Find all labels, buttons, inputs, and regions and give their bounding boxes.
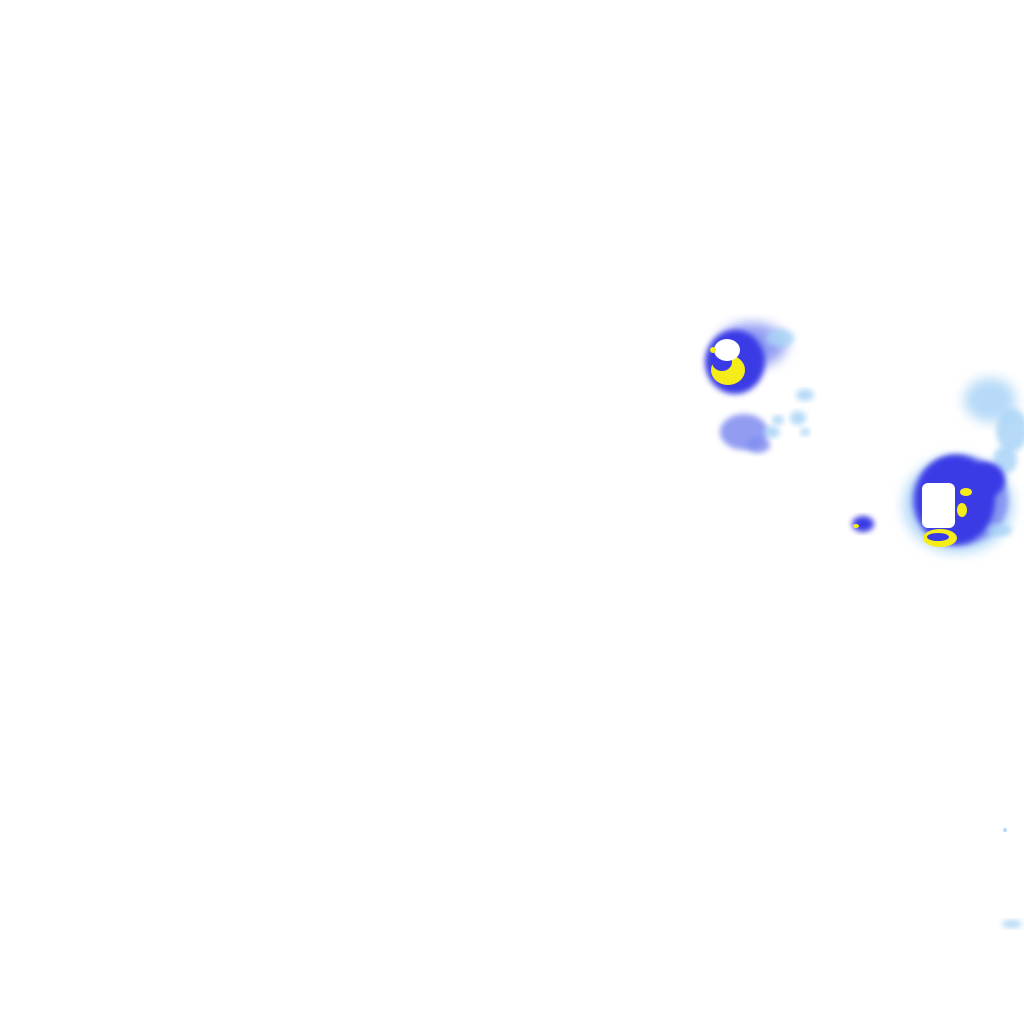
storm-cell-a bbox=[705, 323, 794, 394]
echo-heavy bbox=[957, 503, 967, 517]
echo-moderate bbox=[927, 533, 949, 541]
echo-very-light bbox=[800, 428, 810, 436]
echo-light bbox=[746, 437, 770, 453]
echo-heavy bbox=[853, 524, 859, 528]
storm-cell-e bbox=[852, 516, 874, 532]
echo-very-light bbox=[796, 389, 814, 401]
echo-very-light bbox=[764, 426, 780, 438]
echo-moderate bbox=[965, 462, 1005, 498]
storm-cell-b bbox=[720, 414, 780, 453]
echo-very-light bbox=[1003, 828, 1007, 832]
echo-core bbox=[714, 339, 740, 361]
echo-very-light bbox=[988, 524, 1012, 536]
echo-moderate bbox=[852, 516, 874, 532]
storm-cell-c bbox=[964, 378, 1024, 474]
echo-very-light bbox=[1002, 920, 1022, 928]
echo-heavy bbox=[960, 488, 972, 496]
echo-very-light bbox=[996, 408, 1024, 452]
scattered-echoes bbox=[772, 389, 814, 436]
echo-very-light bbox=[993, 446, 1017, 474]
echo-very-light bbox=[790, 411, 806, 425]
echo-very-light bbox=[766, 329, 794, 347]
bottom-right-echoes bbox=[1002, 828, 1022, 928]
echo-very-light bbox=[772, 415, 784, 425]
echo-heavy bbox=[710, 347, 716, 353]
echo-very-light bbox=[964, 378, 1016, 422]
echo-core bbox=[922, 483, 955, 528]
storm-cell-d bbox=[903, 455, 1013, 553]
